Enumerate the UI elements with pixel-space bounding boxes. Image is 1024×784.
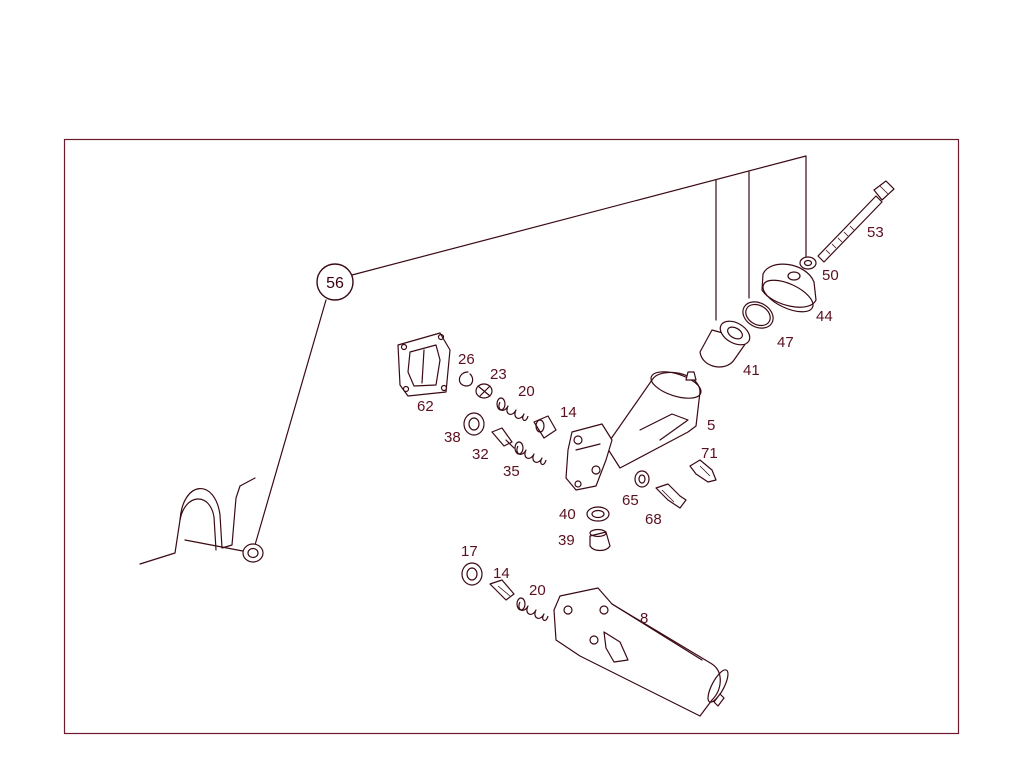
part-68-bolt[interactable]	[655, 483, 687, 509]
label-part-5: 5	[707, 417, 715, 434]
part-32-valve[interactable]	[491, 427, 515, 449]
part-20-upper-spring[interactable]	[496, 397, 529, 422]
label-part-39: 39	[558, 532, 575, 549]
label-part-40: 40	[559, 506, 576, 523]
label-part-14-upper: 14	[560, 404, 577, 421]
part-14-upper-valve[interactable]	[533, 415, 557, 439]
part-53-bolt[interactable]	[817, 180, 895, 263]
label-part-14-lower: 14	[493, 565, 510, 582]
label-part-8: 8	[640, 610, 648, 627]
label-part-53: 53	[867, 224, 884, 241]
part-labels: 53 50 44 47 41 26 23 20 62 14 5 38 32 35…	[417, 224, 884, 627]
label-part-71: 71	[701, 445, 718, 462]
label-part-47: 47	[777, 334, 794, 351]
part-44-filter-cover[interactable]	[758, 263, 817, 318]
part-65-seal[interactable]	[634, 470, 650, 488]
label-part-23: 23	[490, 366, 507, 383]
part-71-sensor[interactable]	[689, 459, 717, 483]
diagram-frame	[63, 138, 960, 735]
label-part-65: 65	[622, 492, 639, 509]
callout-56[interactable]: 56	[316, 263, 354, 301]
label-part-17: 17	[461, 543, 478, 560]
label-part-50: 50	[822, 267, 839, 284]
part-8-housing[interactable]	[553, 587, 732, 717]
callout-56-label: 56	[326, 275, 344, 292]
part-20-lower-spring[interactable]	[516, 597, 549, 622]
label-part-41: 41	[743, 362, 760, 379]
part-26-circlip[interactable]	[458, 371, 474, 387]
label-part-20-upper: 20	[518, 383, 535, 400]
part-38-plug[interactable]	[463, 412, 485, 436]
label-part-20-lower: 20	[529, 582, 546, 599]
part-35-spring[interactable]	[514, 441, 547, 466]
label-part-38: 38	[444, 429, 461, 446]
part-39-plug[interactable]	[589, 528, 611, 552]
part-23-valve[interactable]	[475, 383, 493, 399]
part-62-gasket[interactable]	[397, 332, 451, 397]
label-part-35: 35	[503, 463, 520, 480]
part-47-o-ring[interactable]	[738, 297, 778, 334]
label-part-32: 32	[472, 446, 489, 463]
part-40-seal-ring[interactable]	[586, 506, 610, 522]
label-part-68: 68	[645, 511, 662, 528]
engine-block-fragment	[139, 477, 264, 565]
label-part-26: 26	[458, 351, 475, 368]
callout-leader-lines	[254, 155, 807, 546]
part-5-filter-housing[interactable]	[565, 367, 704, 491]
label-part-62: 62	[417, 398, 434, 415]
part-50-washer[interactable]	[799, 256, 817, 270]
part-14-lower-valve[interactable]	[489, 579, 515, 601]
part-17-plug[interactable]	[461, 562, 483, 586]
label-part-44: 44	[816, 308, 833, 325]
part-41-filter-element[interactable]	[699, 316, 754, 368]
